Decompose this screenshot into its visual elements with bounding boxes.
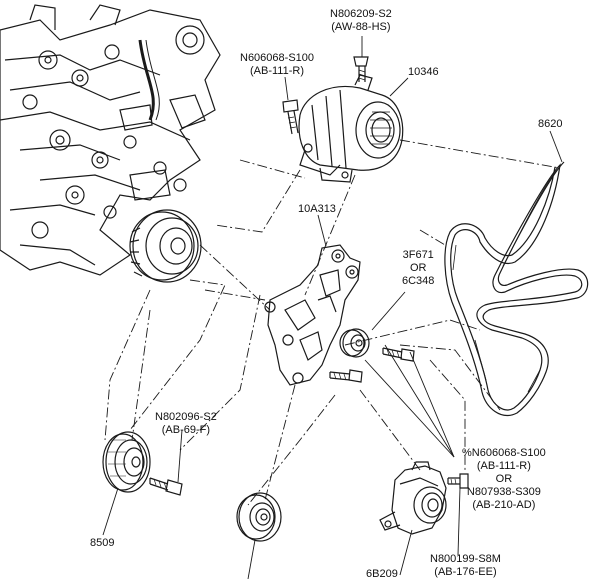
label-n802096-s2: N802096-S2 (AB-69-F) (155, 411, 217, 437)
label-10346-line1: 10346 (408, 66, 439, 78)
label-8509-line1: 8509 (90, 537, 115, 549)
label-3f671-line1: 3F671 (402, 249, 434, 261)
label-n606068-top-line1: N606068-S100 (240, 52, 315, 64)
alternator-bracket (264, 244, 361, 386)
idler-pulley-lower (236, 492, 282, 542)
serpentine-belt (444, 161, 589, 416)
label-n606068-s100-top: N606068-S100 (AB-111-R) (240, 52, 314, 78)
label-pct-line1: %N606068-S100 (462, 447, 546, 459)
label-8620-line1: 8620 (538, 118, 563, 130)
label-n802096-line1: N802096-S2 (155, 411, 217, 423)
label-n800199-line2: (AB-176-EE) (434, 566, 497, 578)
label-10346: 10346 (408, 66, 439, 79)
alternator-stud-bolt (353, 56, 369, 82)
label-pct-line5: (AB-210-AD) (472, 499, 536, 511)
label-6b209: 6B209 (366, 568, 398, 579)
alignment-lines (104, 139, 561, 506)
label-3f671-line3: 6C348 (402, 275, 435, 287)
bracket-bolt-upper (382, 347, 415, 362)
bracket-bolt-lower (329, 369, 363, 383)
label-n800199-line1: N800199-S8M (430, 553, 501, 565)
label-pct-n606068-or-n807938: %N606068-S100 (AB-111-R) OR N807938-S309… (462, 447, 546, 512)
alternator (298, 74, 404, 183)
belt-tensioner (379, 461, 447, 535)
label-pct-line3: OR (495, 473, 513, 485)
engine-block (0, 4, 221, 276)
alternator-mount-bolt (282, 99, 299, 135)
label-n806209-line1: N806209-S2 (330, 8, 392, 20)
idler-pulley-on-bracket (339, 328, 370, 358)
label-n806209-line2: (AW-88-HS) (331, 21, 391, 33)
label-n800199-s8m: N800199-S8M (AB-176-EE) (430, 553, 501, 579)
label-pct-line4: N807938-S309 (466, 486, 541, 498)
pulley-8509-bolt (149, 477, 183, 496)
crankshaft-pulley (129, 209, 202, 283)
label-3f671-line2: OR (409, 262, 427, 274)
label-pct-line2: (AB-111-R) (476, 460, 531, 472)
label-n606068-top-line2: (AB-111-R) (250, 65, 304, 77)
leader-lines (102, 36, 563, 579)
pulley-8509 (102, 431, 151, 493)
label-10a313-line1: 10A313 (298, 203, 336, 215)
label-8620: 8620 (538, 118, 562, 131)
label-6b209-line1: 6B209 (366, 568, 398, 579)
label-10a313: 10A313 (298, 203, 336, 216)
label-3f671-or-6c348: 3F671 OR 6C348 (402, 249, 434, 288)
tensioner-bolt (447, 473, 469, 489)
label-n806209-s2: N806209-S2 (AW-88-HS) (330, 8, 392, 34)
label-n802096-line2: (AB-69-F) (161, 424, 211, 436)
label-8509: 8509 (90, 537, 114, 550)
